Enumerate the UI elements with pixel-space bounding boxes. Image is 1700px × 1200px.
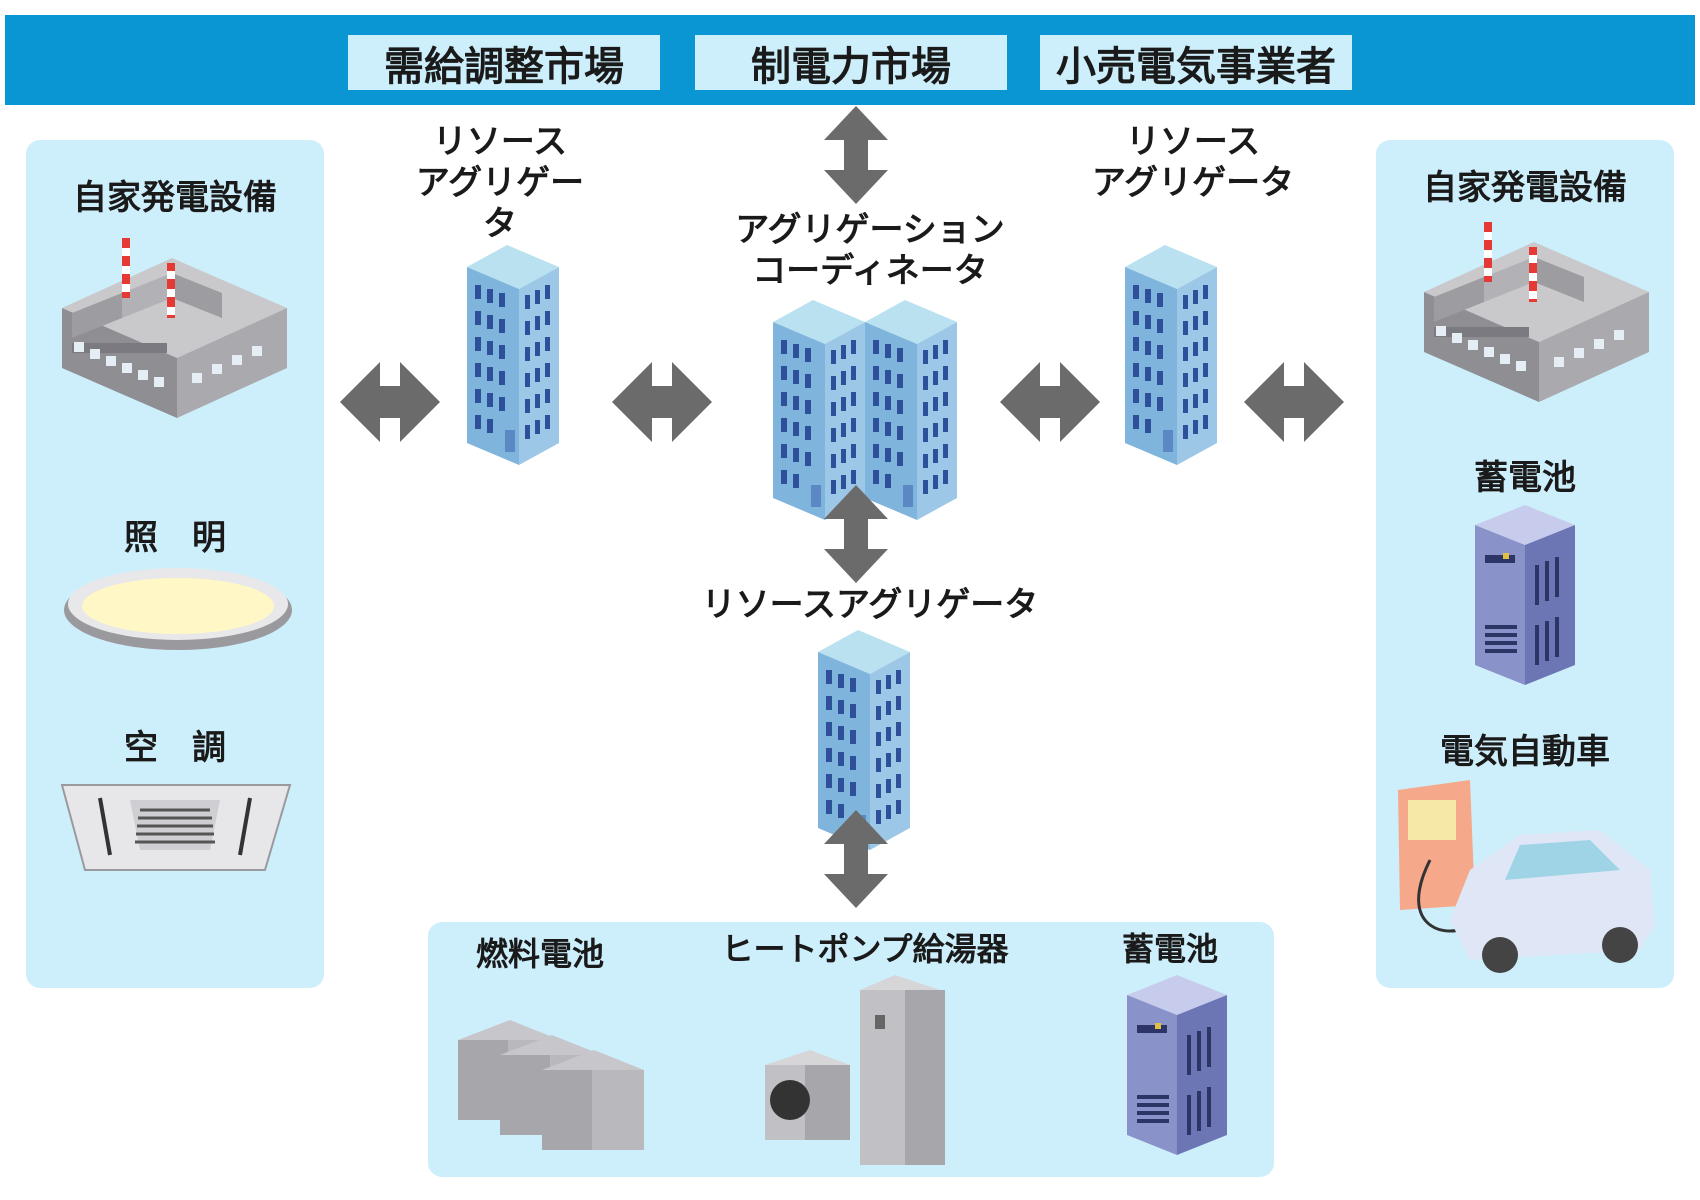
aggregator-line: リソース [1125, 122, 1261, 162]
battery-icon [1127, 975, 1227, 1155]
left-arrow-icon [340, 362, 440, 442]
electric-car-icon [1450, 830, 1655, 973]
right-center-arrow-icon [1000, 362, 1100, 442]
water-heater-tank-icon [860, 975, 945, 1165]
right-ev-label: 電気自動車 [1440, 732, 1610, 772]
bottom-aggregator-label: リソースアグリゲータ [701, 585, 1039, 625]
ceiling-light-icon [64, 568, 292, 650]
battery-icon [1475, 505, 1575, 685]
aggregator-line: アグリゲータ [1091, 162, 1295, 203]
ev-charger-icon [1398, 780, 1475, 933]
bottom-battery-label: 蓄電池 [1121, 930, 1218, 968]
coordinator-label: アグリゲーション コーディネータ [700, 210, 1040, 292]
left-aircon-label: 空 調 [124, 728, 226, 768]
left-aggregator-label: リソース アグリゲータ [400, 122, 600, 244]
right-arrow-icon [1244, 362, 1344, 442]
coordinator-line: アグリゲーション [735, 210, 1005, 250]
heat-pump-unit-icon [765, 1050, 850, 1140]
right-battery-label: 蓄電池 [1474, 458, 1576, 498]
factory-icon [62, 238, 287, 418]
market-label: 小売電気事業者 [1056, 43, 1336, 90]
right-aggregator-label: リソース アグリゲータ [1088, 122, 1298, 204]
aggregator-line: リソース [432, 122, 568, 162]
factory-icon [1424, 222, 1649, 402]
coordinator-building-icon [773, 300, 865, 520]
aggregator-line: アグリゲータ [415, 162, 585, 244]
right-generator-label: 自家発電設備 [1423, 168, 1627, 208]
market-box-balancing: 需給調整市場 [348, 35, 660, 90]
air-conditioner-icon [60, 784, 292, 871]
fuel-cell-icon [458, 1020, 644, 1150]
coordinator-line: コーディネータ [752, 250, 988, 291]
bottom-aggregator-building-icon [818, 630, 910, 850]
market-label: 需給調整市場 [384, 43, 624, 90]
top-vertical-arrow-icon [824, 106, 888, 204]
left-generator-label: 自家発電設備 [73, 178, 277, 218]
left-aggregator-building-icon [467, 245, 559, 465]
right-aggregator-building-icon [1125, 245, 1217, 465]
left-lighting-label: 照 明 [124, 518, 226, 558]
market-label: 制電力市場 [751, 43, 951, 90]
heat-pump-label: ヒートポンプ給湯器 [721, 930, 1009, 968]
coordinator-building-icon [865, 300, 957, 520]
market-box-power: 制電力市場 [695, 35, 1007, 90]
left-center-arrow-icon [612, 362, 712, 442]
market-box-retailer: 小売電気事業者 [1040, 35, 1352, 90]
fuel-cell-label: 燃料電池 [475, 935, 604, 973]
